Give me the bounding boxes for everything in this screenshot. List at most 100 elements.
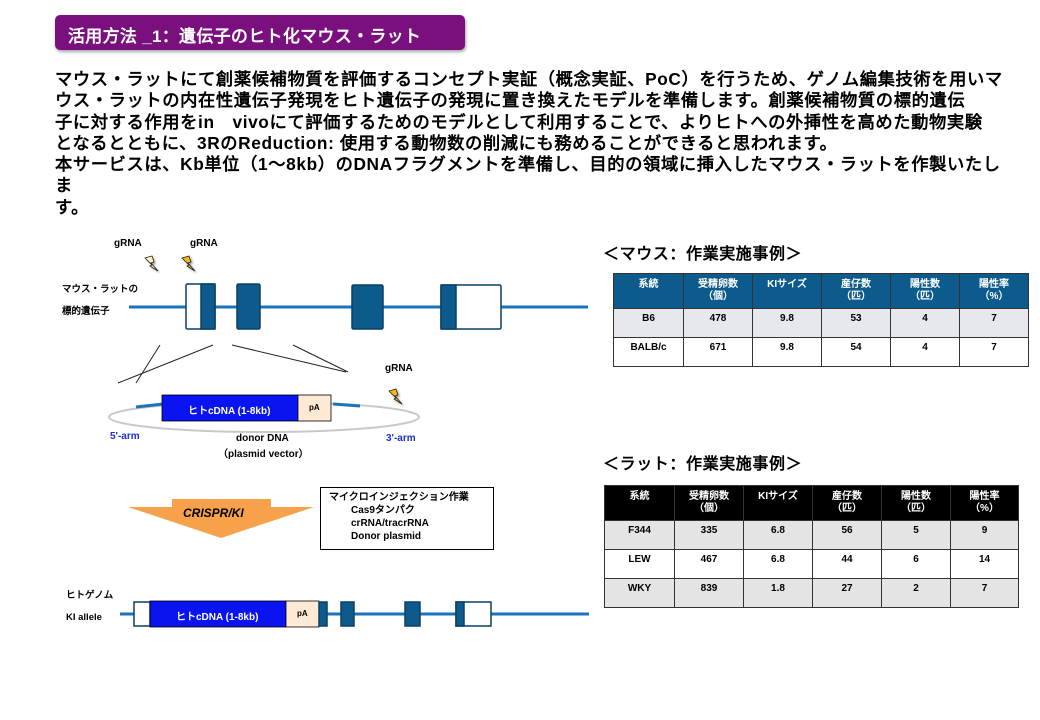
column-header-line: 系統 — [638, 279, 659, 290]
ki-exon-4 — [455, 601, 492, 627]
grna-label: gRNA — [114, 238, 142, 249]
exon-4 — [440, 284, 502, 330]
table-cell: B6 — [613, 308, 684, 338]
target-gene-label-line1: マウス・ラットの — [62, 284, 139, 295]
table-cell: 6 — [881, 549, 951, 579]
table-cell: 9 — [950, 520, 1019, 550]
column-header: KIサイズ — [743, 485, 813, 521]
table-cell: 2 — [881, 578, 951, 608]
column-header-line: （匹） — [832, 503, 862, 514]
intro-line: 本サービスは、Kb単位（1～8kb）のDNAフラグメントを準備し、目的の領域に挿… — [55, 154, 1001, 196]
column-header: 産仔数（匹） — [812, 485, 882, 521]
mouse-section-title: ＜マウス：作業実施事例＞ — [603, 246, 803, 263]
column-header-line: 陽性数 — [901, 491, 931, 502]
ki-allele-label: KI allele — [66, 612, 102, 623]
table-cell: LEW — [604, 549, 675, 579]
column-header: 陽性率（%） — [950, 485, 1019, 521]
homology-lines — [117, 344, 349, 384]
ki-exon-1 — [318, 601, 328, 627]
table-cell: 6.8 — [743, 549, 813, 579]
intro-line: マウス・ラットにて創薬候補物質を評価するコンセプト実証（概念実証、PoC）を行う… — [55, 69, 1003, 89]
plasmid-vector-label: （plasmid vector） — [218, 449, 309, 460]
column-header: 陽性数（匹） — [890, 273, 960, 309]
microinjection-item: crRNA/tracrRNA — [351, 518, 429, 529]
table-cell: 53 — [821, 308, 891, 338]
pa-label: pA — [309, 403, 320, 412]
table-cell: 7 — [959, 337, 1029, 367]
pa-block — [297, 394, 332, 422]
table-cell: 467 — [674, 549, 744, 579]
table-cell: 27 — [812, 578, 882, 608]
table-cell: 1.8 — [743, 578, 813, 608]
table-cell: 56 — [812, 520, 882, 550]
column-header-line: （%） — [979, 291, 1009, 302]
table-cell: 9.8 — [752, 308, 822, 338]
crispr-arrow — [128, 499, 314, 538]
column-header: KIサイズ — [752, 273, 822, 309]
table-cell: 478 — [683, 308, 753, 338]
exon-2 — [236, 283, 261, 330]
table-cell: WKY — [604, 578, 675, 608]
column-header-line: （個） — [694, 503, 724, 514]
column-header-line: （匹） — [910, 291, 940, 302]
arm-5-label: 5'-arm — [110, 431, 140, 442]
column-header-line: 産仔数 — [841, 279, 871, 290]
column-header-line: （%） — [970, 503, 999, 514]
table-cell: 671 — [683, 337, 753, 367]
intro-line: 子に対する作用をin vivoにて評価するためのモデルとして利用することで、より… — [55, 111, 983, 132]
rat-section-title: ＜ラット：作業実施事例＞ — [603, 456, 803, 473]
donor-dna-label: donor DNA — [236, 433, 289, 444]
table-cell: 5 — [881, 520, 951, 550]
column-header-line: 受精卵数 — [689, 491, 729, 502]
table-cell: 9.8 — [752, 337, 822, 367]
column-header-line: （匹） — [841, 291, 871, 302]
table-cell: 54 — [821, 337, 891, 367]
column-header-line: KIサイズ — [767, 279, 807, 290]
ki-exon-2 — [340, 601, 355, 627]
exon-1 — [185, 283, 216, 330]
ki-utr-box — [133, 601, 151, 627]
column-header-line: 受精卵数 — [698, 279, 738, 290]
intro-line: となるとともに、3RのReduction: 使用する動物数の削減にも務めることが… — [55, 132, 838, 153]
column-header-line: 陽性率 — [969, 491, 1000, 502]
microinjection-box: マイクロインジェクション作業 Cas9タンパク crRNA/tracrRNA D… — [320, 487, 494, 550]
microinjection-item: Donor plasmid — [351, 531, 422, 542]
grna-label: gRNA — [190, 238, 218, 249]
ki-exon-3 — [404, 601, 421, 627]
column-header: 陽性率（%） — [959, 273, 1029, 309]
target-gene-label-line2: 標的遺伝子 — [62, 306, 110, 317]
column-header: 受精卵数（個） — [674, 485, 744, 521]
cdna-label: ヒトcDNA (1-8kb) — [188, 406, 271, 417]
table-cell: 4 — [890, 337, 960, 367]
table-cell: 4 — [890, 308, 960, 338]
lightning-bolt-icon — [144, 255, 159, 272]
arm-3-segment — [332, 402, 361, 408]
column-header: 陽性数（匹） — [881, 485, 951, 521]
table-cell: BALB/c — [613, 337, 684, 367]
lightning-bolt-icon — [388, 388, 403, 405]
ki-cdna-block — [149, 600, 287, 628]
table-header-row: 系統受精卵数（個）KIサイズ産仔数（匹）陽性数（匹）陽性率（%） — [613, 273, 1029, 309]
table-cell: 44 — [812, 549, 882, 579]
ki-cdna-label: ヒトcDNA (1-8kb) — [176, 612, 259, 623]
column-header-line: （個） — [703, 291, 733, 302]
intro-line: す。 — [55, 196, 90, 217]
table-cell: 7 — [950, 578, 1019, 608]
table-cell: 14 — [950, 549, 1019, 579]
grna-label: gRNA — [385, 363, 413, 374]
slide-title: 活用方法 _1：遺伝子のヒト化マウス・ラット — [55, 15, 465, 50]
microinjection-title: マイクロインジェクション作業 — [329, 492, 469, 503]
arm-3-label: 3'-arm — [386, 433, 416, 444]
arm-5-segment — [135, 402, 164, 409]
column-header: 系統 — [613, 273, 684, 309]
column-header: 産仔数（匹） — [821, 273, 891, 309]
column-header-line: （匹） — [901, 503, 931, 514]
intro-line: ウス・ラットの内在性遺伝子発現をヒト遺伝子の発現に置き換えたモデルを準備します。… — [55, 90, 966, 111]
crispr-ki-label: CRISPR/KI — [183, 506, 244, 520]
microinjection-item: Cas9タンパク — [351, 505, 415, 516]
